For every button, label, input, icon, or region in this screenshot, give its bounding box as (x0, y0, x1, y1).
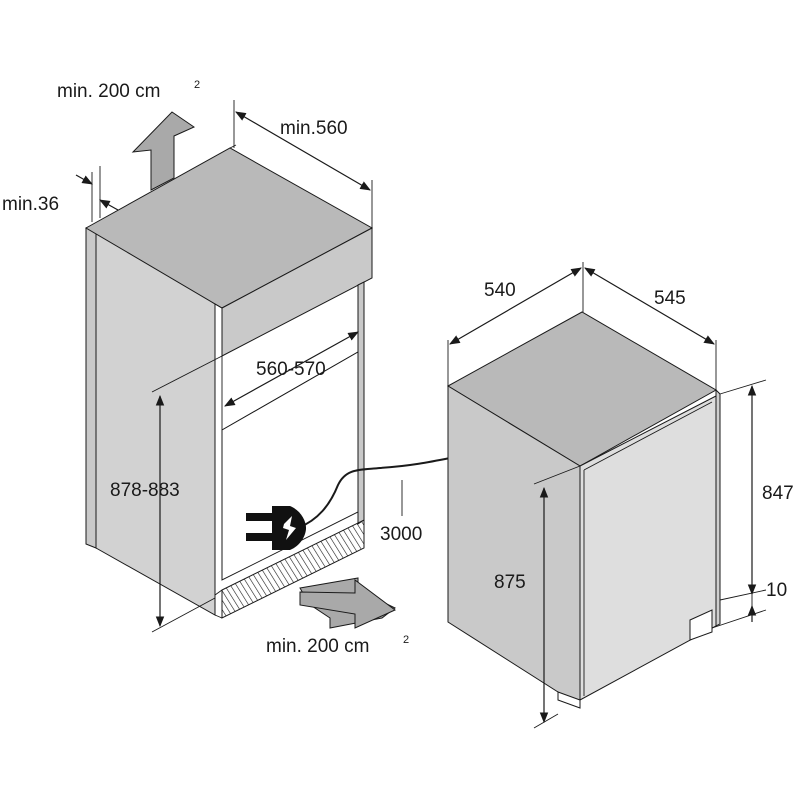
cable-length-label: 3000 (380, 524, 422, 545)
door-height-label: 847 (762, 483, 794, 504)
height-label: 878-883 (110, 480, 180, 501)
dim-plinth (711, 594, 767, 629)
gap-label: min.36 (2, 194, 59, 215)
cabinet-front-rail (221, 227, 373, 357)
vent-bottom-sup: 2 (403, 634, 409, 646)
dim-app-height (533, 465, 581, 729)
dim-app-depth (584, 267, 717, 390)
plinth-label: 10 (766, 580, 787, 601)
app-width-label: 540 (484, 280, 516, 301)
vent-bottom-label: min. 200 cm (266, 636, 369, 657)
plinth-grille (221, 519, 365, 619)
dim-width (224, 331, 359, 407)
dim-depth (233, 100, 373, 228)
power-cable (297, 457, 451, 529)
cabinet-left-edge (85, 223, 97, 549)
cabinet-niche (84, 144, 374, 619)
vent-arrow-up-icon (131, 111, 196, 191)
plug-icon (246, 506, 306, 550)
app-depth-label: 545 (654, 288, 686, 309)
depth-label: min.560 (280, 118, 348, 139)
appliance (447, 311, 721, 709)
app-height-label: 875 (494, 572, 526, 593)
dim-app-width (447, 262, 584, 386)
cabinet-right-edge (357, 281, 365, 525)
dim-gap (75, 166, 119, 222)
vent-top-sup: 2 (194, 79, 200, 91)
width-label: 560-570 (256, 359, 326, 380)
dim-height (151, 355, 223, 633)
dim-door-height (719, 379, 767, 601)
vent-top-label: min. 200 cm (57, 81, 160, 102)
vent-arrow-in-icon (299, 577, 396, 629)
